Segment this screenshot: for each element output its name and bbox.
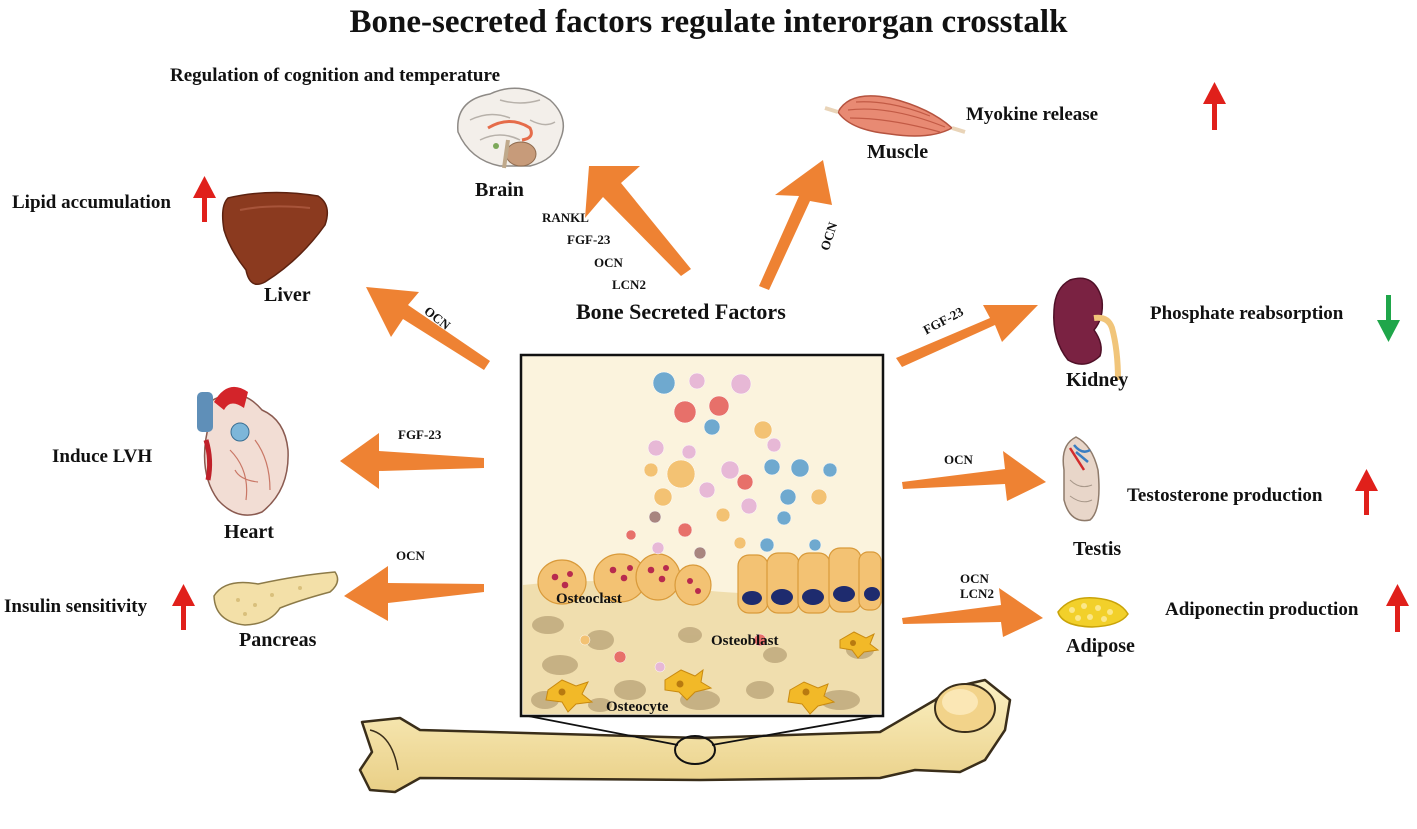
brain-factor-fgf23: FGF-23 xyxy=(567,232,611,247)
brain-label: Brain xyxy=(475,179,524,201)
adipose-factor-ocn: OCN xyxy=(960,571,989,586)
kidney-effect-label: Phosphate reabsorption xyxy=(1150,303,1344,324)
testis-icon xyxy=(1062,436,1100,522)
secretion-arrows xyxy=(340,160,1046,637)
pancreas-factor-ocn: OCN xyxy=(396,548,425,563)
bone-magnifier-circle xyxy=(674,735,716,765)
arrow-to-pancreas xyxy=(344,566,484,621)
osteoblast-label: Osteoblast xyxy=(711,633,779,649)
arrow-to-muscle xyxy=(759,160,832,290)
brain-icon xyxy=(457,87,565,169)
testis-label: Testis xyxy=(1073,538,1122,560)
arrow-to-kidney xyxy=(896,305,1038,367)
pancreas-icon xyxy=(213,571,339,626)
heart-icon xyxy=(197,386,289,516)
up-arrow-icon xyxy=(193,176,216,222)
arrow-to-brain xyxy=(585,166,691,276)
arrow-to-testis xyxy=(902,451,1046,501)
pancreas-effect-label: Insulin sensitivity xyxy=(4,596,148,617)
regulation-arrows xyxy=(172,82,1409,632)
liver-effect-label: Lipid accumulation xyxy=(12,192,171,213)
adipose-factor-lcn2: LCN2 xyxy=(960,586,994,601)
arrow-to-heart xyxy=(340,433,484,489)
heart-effect-label: Induce LVH xyxy=(52,446,153,467)
testis-factor-ocn: OCN xyxy=(944,452,973,467)
osteocyte-label: Osteocyte xyxy=(606,699,669,715)
brain-factor-rankl: RANKL xyxy=(542,210,589,225)
muscle-effect-label: Myokine release xyxy=(966,104,1099,125)
muscle-label: Muscle xyxy=(867,141,929,163)
adipose-label: Adipose xyxy=(1066,635,1135,657)
bone-tissue-panel xyxy=(519,353,885,718)
brain-factor-ocn: OCN xyxy=(594,255,623,270)
muscle-icon xyxy=(824,95,966,137)
down-arrow-icon xyxy=(1377,295,1400,342)
pancreas-label: Pancreas xyxy=(239,629,317,651)
up-arrow-icon xyxy=(1355,469,1378,515)
adipose-icon xyxy=(1057,597,1129,628)
adipose-effect-label: Adiponectin production xyxy=(1165,599,1359,620)
heart-factor-fgf23: FGF-23 xyxy=(398,427,442,442)
osteoclast-label: Osteoclast xyxy=(556,591,622,607)
kidney-icon xyxy=(1053,277,1121,381)
arrow-to-liver xyxy=(366,287,490,370)
heart-label: Heart xyxy=(224,521,274,543)
brain-factor-lcn2: LCN2 xyxy=(612,277,646,292)
up-arrow-icon xyxy=(172,584,195,630)
arrow-to-adipose xyxy=(902,588,1043,637)
page-title: Bone-secreted factors regulate interorga… xyxy=(349,4,1068,40)
brain-effect-label: Regulation of cognition and temperature xyxy=(170,65,501,86)
liver-icon xyxy=(221,191,329,285)
kidney-label: Kidney xyxy=(1066,369,1129,391)
femur-bone-icon xyxy=(358,678,1012,794)
bone-secreted-factors-label: Bone Secreted Factors xyxy=(576,299,786,324)
up-arrow-icon xyxy=(1203,82,1226,130)
up-arrow-icon xyxy=(1386,584,1409,632)
testis-effect-label: Testosterone production xyxy=(1127,485,1323,506)
liver-label: Liver xyxy=(264,284,311,306)
